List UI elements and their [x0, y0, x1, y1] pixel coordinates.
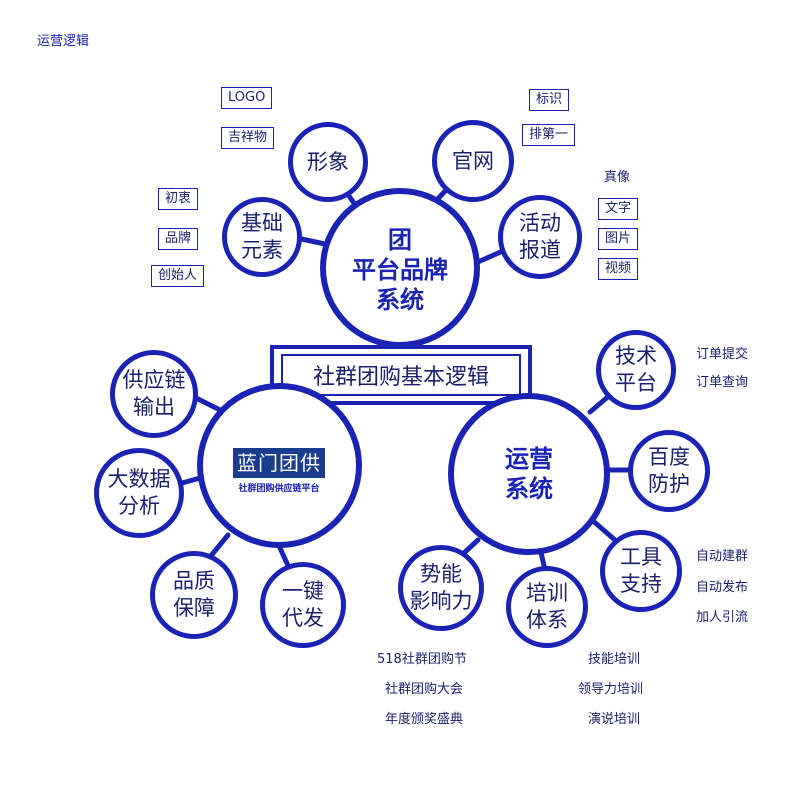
node-influence: 势能 影响力 [398, 545, 484, 631]
supply-logo-subtitle: 社群团购供应链平台 [238, 484, 320, 494]
node-foundation: 基础 元素 [222, 197, 302, 277]
item-community-conference: 社群团购大会 [385, 682, 464, 697]
tag-mark: 标识 [529, 89, 570, 111]
item-annual-awards: 年度颁奖盛典 [385, 712, 464, 727]
ops-system-label: 运营 系统 [505, 445, 553, 503]
tag-original-intent: 初衷 [158, 188, 199, 210]
supply-logo: 蓝门团供 社群团购供应链平台 [220, 448, 338, 494]
tag-founder: 创始人 [151, 265, 205, 287]
node-bigdata: 大数据 分析 [94, 448, 184, 538]
connector-ops-tools [589, 517, 618, 543]
node-bigdata-label: 大数据 分析 [107, 467, 171, 518]
node-tech: 技术 平台 [596, 330, 676, 410]
center-box: 社群团购基本逻辑 [270, 345, 532, 405]
item-add-traffic: 加人引流 [696, 610, 749, 625]
tag-picture: 图片 [598, 228, 639, 250]
node-supply-output-label: 供应链 输出 [122, 368, 186, 419]
brand-system-label: 团 平台品牌 系统 [352, 226, 448, 314]
tag-rank-first: 排第一 [522, 124, 576, 146]
item-order-submit: 订单提交 [696, 347, 749, 362]
tag-brand: 品牌 [158, 228, 199, 250]
node-baidu-label: 百度 防护 [648, 445, 690, 496]
node-tools-label: 工具 支持 [620, 545, 662, 596]
page-title: 运营逻辑 [37, 34, 90, 49]
node-baidu: 百度 防护 [628, 430, 710, 512]
tag-reality: 真像 [604, 170, 631, 185]
node-training: 培训 体系 [506, 566, 588, 648]
node-activity-label: 活动 报道 [519, 211, 561, 262]
node-website-label: 官网 [452, 148, 494, 173]
tag-mascot: 吉祥物 [221, 127, 275, 149]
brand-system-circle: 团 平台品牌 系统 [320, 188, 480, 348]
item-518-festival: 518社群团购节 [377, 652, 467, 667]
connector-ops-influence [462, 537, 481, 555]
node-supply-output: 供应链 输出 [110, 350, 198, 438]
node-tools: 工具 支持 [600, 530, 682, 612]
supply-logo-mark: 蓝门团供 [233, 448, 325, 478]
node-quality: 品质 保障 [150, 551, 238, 639]
node-quality-label: 品质 保障 [173, 569, 215, 620]
node-activity: 活动 报道 [498, 195, 582, 279]
node-image-label: 形象 [307, 149, 349, 174]
item-auto-group: 自动建群 [696, 549, 749, 564]
item-leadership-training: 领导力培训 [578, 682, 644, 697]
node-dropship: 一键 代发 [260, 562, 346, 648]
node-image: 形象 [288, 122, 368, 202]
item-skill-training: 技能培训 [588, 652, 641, 667]
node-influence-label: 势能 影响力 [409, 562, 473, 613]
node-foundation-label: 基础 元素 [241, 211, 283, 262]
tag-video: 视频 [598, 258, 639, 280]
center-title: 社群团购基本逻辑 [281, 354, 521, 396]
node-dropship-label: 一键 代发 [282, 579, 324, 630]
node-website: 官网 [432, 120, 514, 202]
tag-logo: LOGO [221, 87, 273, 109]
item-order-query: 订单查询 [696, 375, 749, 390]
item-speech-training: 演说培训 [588, 712, 641, 727]
ops-system-circle: 运营 系统 [448, 393, 610, 555]
node-training-label: 培训 体系 [526, 581, 568, 632]
node-tech-label: 技术 平台 [615, 344, 657, 395]
item-auto-publish: 自动发布 [696, 580, 749, 595]
tag-text: 文字 [598, 198, 639, 220]
